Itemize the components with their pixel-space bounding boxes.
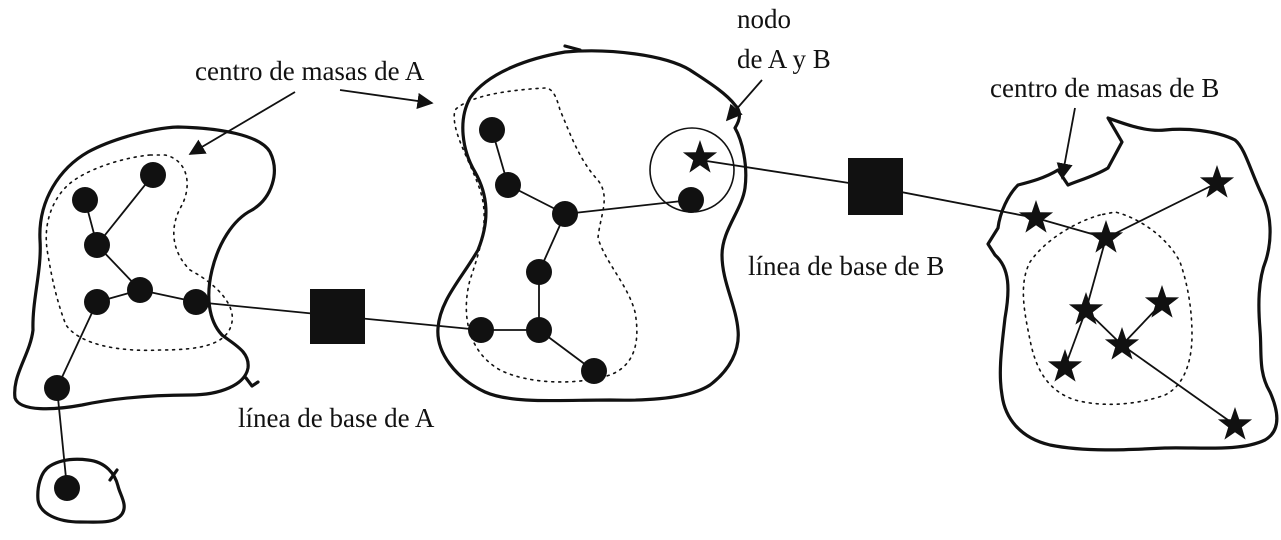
arrow-cm-a-left bbox=[188, 91, 296, 155]
node-dot bbox=[84, 289, 110, 315]
node-star bbox=[1199, 165, 1235, 198]
node-star bbox=[1104, 327, 1140, 360]
cluster-a-center bbox=[436, 44, 748, 403]
cluster-a-small-tail bbox=[108, 468, 119, 482]
annotation-arrows bbox=[188, 79, 1076, 180]
node-dot bbox=[552, 201, 578, 227]
node-dot bbox=[468, 317, 494, 343]
node-dot bbox=[127, 277, 153, 303]
label-baseline-b: línea de base de B bbox=[748, 251, 944, 281]
baseline-a-square bbox=[310, 289, 365, 344]
node-dot bbox=[479, 117, 505, 143]
node-dot bbox=[140, 162, 166, 188]
label-node-ab-line1: nodo bbox=[737, 4, 791, 34]
label-baseline-a: línea de base de A bbox=[238, 403, 435, 433]
node-dot bbox=[526, 317, 552, 343]
node-star bbox=[1047, 349, 1083, 382]
cluster-b bbox=[986, 116, 1279, 452]
node-dot bbox=[183, 289, 209, 315]
node-dot bbox=[581, 358, 607, 384]
node-dot bbox=[495, 172, 521, 198]
arrow-cm-a-center bbox=[339, 89, 434, 109]
node-star bbox=[1088, 220, 1124, 253]
cluster-a-left bbox=[13, 125, 276, 411]
cluster-a-center-outline bbox=[436, 49, 748, 403]
node-dot bbox=[44, 375, 70, 401]
node-dot bbox=[54, 475, 80, 501]
node-dot bbox=[72, 187, 98, 213]
node-dot bbox=[84, 232, 110, 258]
node-star bbox=[1018, 200, 1054, 233]
arrow-cm-b bbox=[1056, 107, 1076, 180]
node-star bbox=[1144, 285, 1180, 318]
node-dot bbox=[678, 187, 704, 213]
star-nodes bbox=[682, 140, 1253, 440]
baseline-b-square bbox=[848, 158, 903, 215]
cluster-a-small bbox=[36, 457, 126, 524]
node-star bbox=[1217, 407, 1253, 440]
arrow-node-ab bbox=[725, 79, 763, 122]
label-cm-b: centro de masas de B bbox=[990, 73, 1219, 103]
cluster-a-left-outline bbox=[13, 125, 276, 411]
cluster-b-mass-center bbox=[1022, 211, 1193, 406]
cluster-b-outline bbox=[986, 116, 1279, 452]
label-cm-a: centro de masas de A bbox=[195, 56, 425, 86]
node-star bbox=[1068, 292, 1104, 325]
node-dot bbox=[526, 259, 552, 285]
cluster-a-small-outline bbox=[36, 457, 126, 524]
cluster-a-center-mass-center bbox=[453, 87, 638, 383]
cluster-a-left-tail bbox=[244, 376, 260, 388]
dot-nodes bbox=[44, 117, 704, 501]
label-node-ab-line2: de A y B bbox=[737, 44, 831, 74]
cluster-a-center-tick bbox=[563, 44, 582, 52]
edges bbox=[56, 129, 1236, 489]
cluster-a-left-mass-center bbox=[45, 154, 234, 352]
node-star bbox=[682, 140, 718, 173]
